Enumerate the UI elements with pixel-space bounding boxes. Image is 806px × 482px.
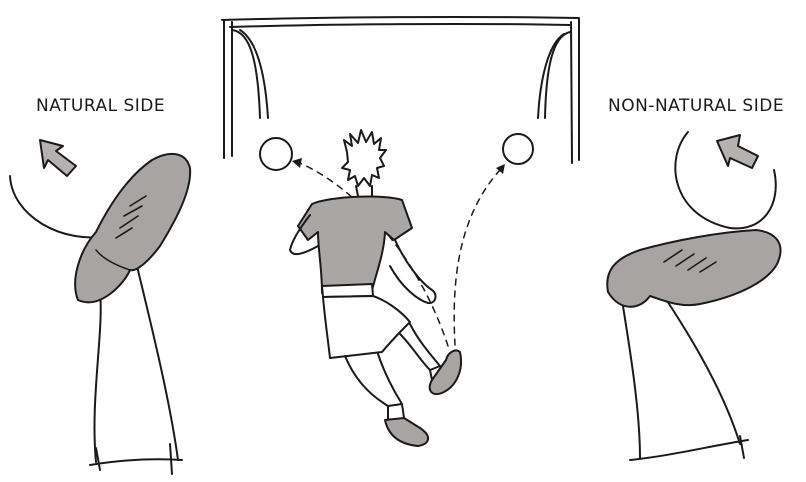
arrow-up-left-icon bbox=[40, 140, 76, 176]
goal bbox=[222, 17, 579, 163]
natural-side-panel bbox=[10, 140, 190, 474]
player bbox=[290, 130, 461, 446]
ball-left bbox=[260, 138, 292, 170]
non-natural-side-shoe bbox=[607, 230, 780, 307]
natural-side-circle bbox=[10, 176, 112, 238]
trajectory-right bbox=[454, 170, 500, 345]
arrow-up-left-icon bbox=[717, 135, 758, 168]
trajectory-left-arrowhead bbox=[292, 158, 302, 168]
non-natural-side-panel bbox=[607, 132, 780, 460]
ball-right bbox=[503, 134, 533, 164]
